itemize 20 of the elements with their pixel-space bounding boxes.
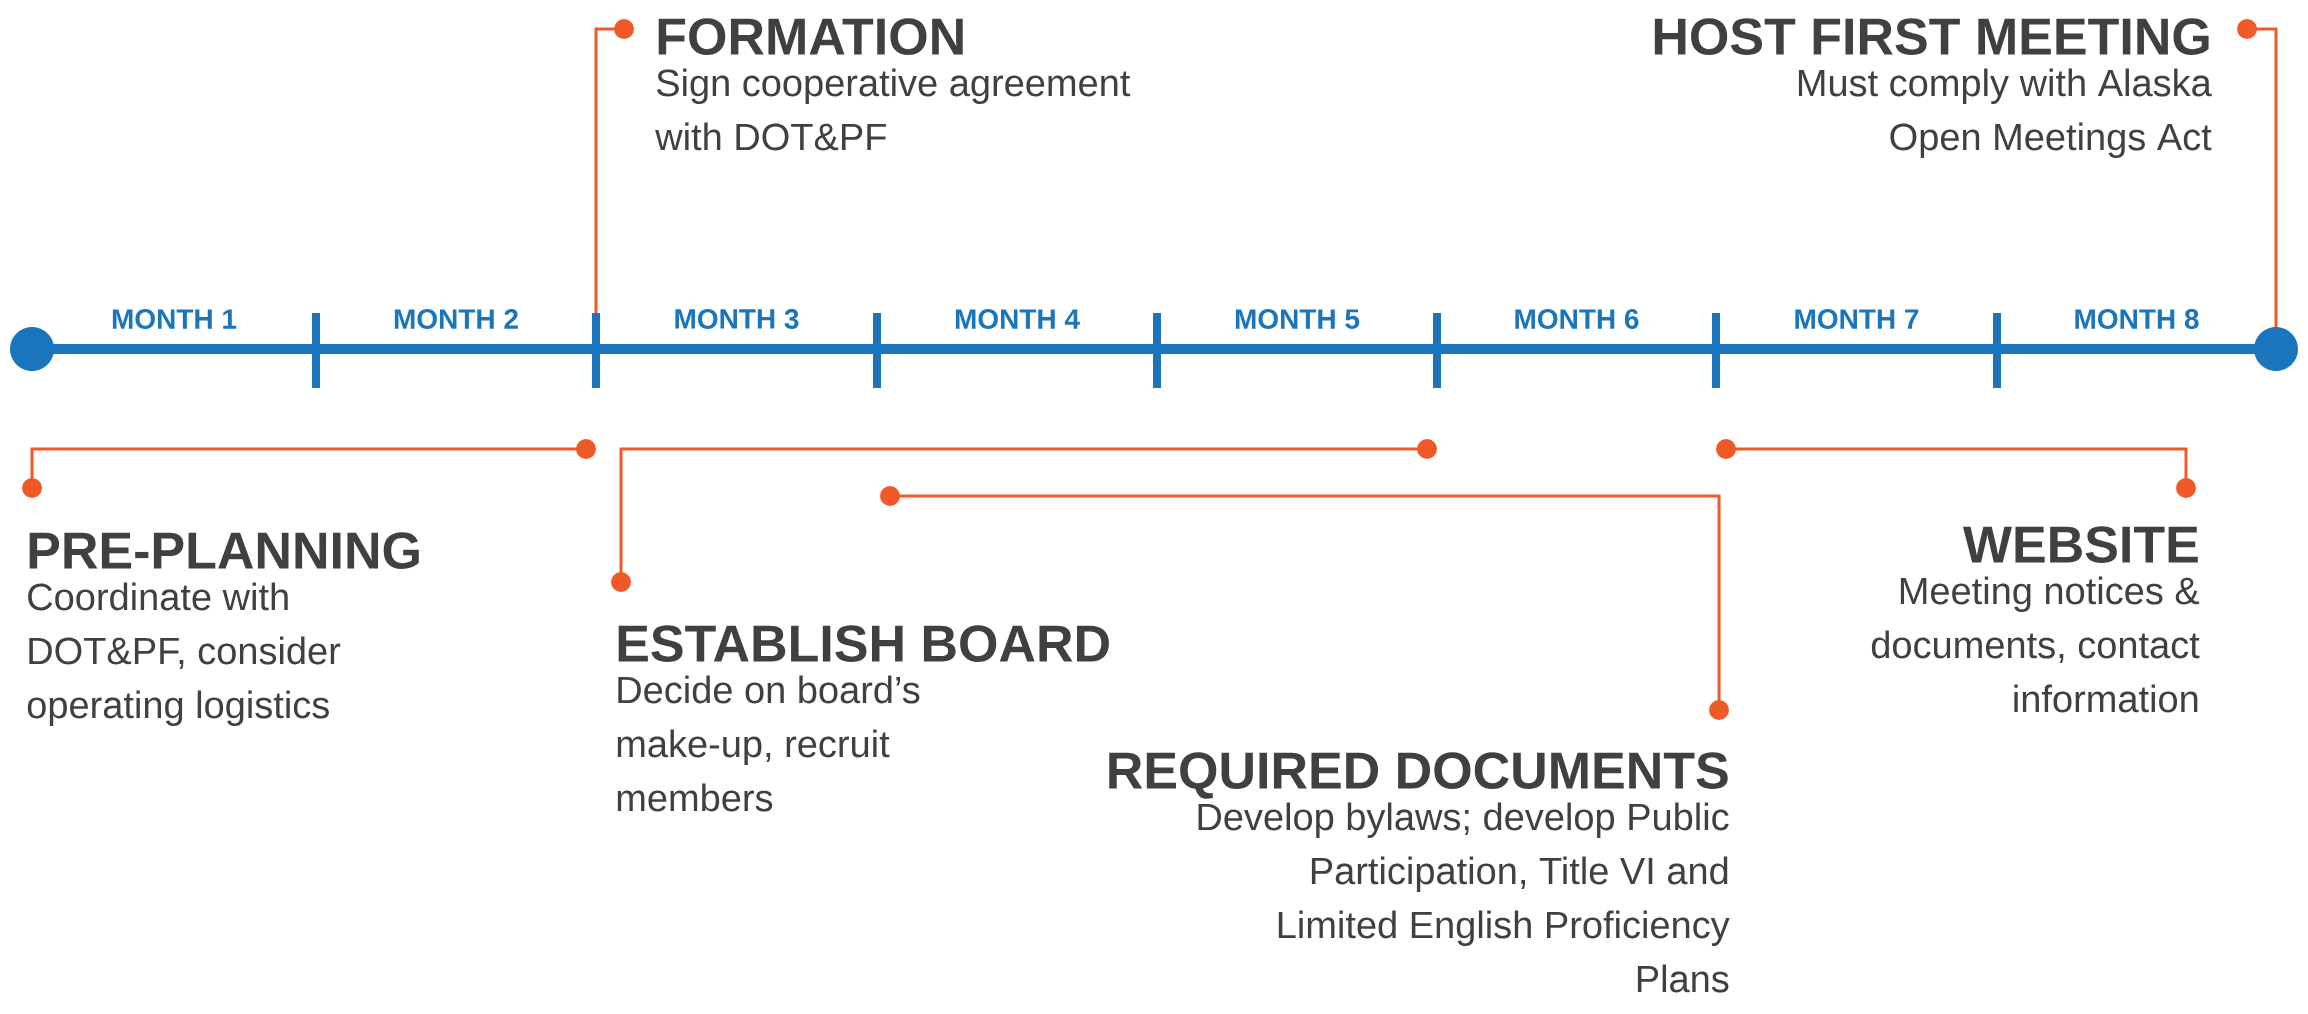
leader-line [594, 19, 634, 313]
month-label: MONTH 3 [675, 309, 799, 329]
leader-line [22, 439, 596, 498]
leader-line [611, 439, 1437, 592]
month-label: MONTH 4 [955, 309, 1080, 329]
month-label: MONTH 7 [1795, 309, 1919, 329]
leader-line [1716, 439, 2196, 498]
month-label: MONTH 8 [2075, 309, 2199, 329]
month-label: MONTH 1 [112, 309, 237, 329]
leader-line [880, 486, 1729, 720]
month-label: MONTH 2 [394, 309, 518, 329]
milestone-text: FORMATION Sign cooperative agreement with DOT&PF [655, 18, 1131, 151]
milestone-text: WEBSITE Meeting notices & documents, contact information [1871, 526, 2200, 713]
milestone-text: HOST FIRST MEETING Must comply with Alaska Open Meetings Act [1654, 18, 2212, 158]
milestone-text: ESTABLISH BOARD Decide on board’s make-up, recruit members [617, 625, 1109, 812]
month-label: MONTH 5 [1235, 309, 1360, 329]
milestone-text: PRE-PLANNING Coordinate with DOT&PF, consider operating logistics [27, 532, 419, 726]
leader-line [2237, 19, 2278, 327]
milestone-text: REQUIRED DOCUMENTS Develop bylaws; develop Public Participation, Title VI and Limited English Proficiency Plans [1109, 752, 1730, 993]
month-label: MONTH 6 [1515, 309, 1639, 329]
